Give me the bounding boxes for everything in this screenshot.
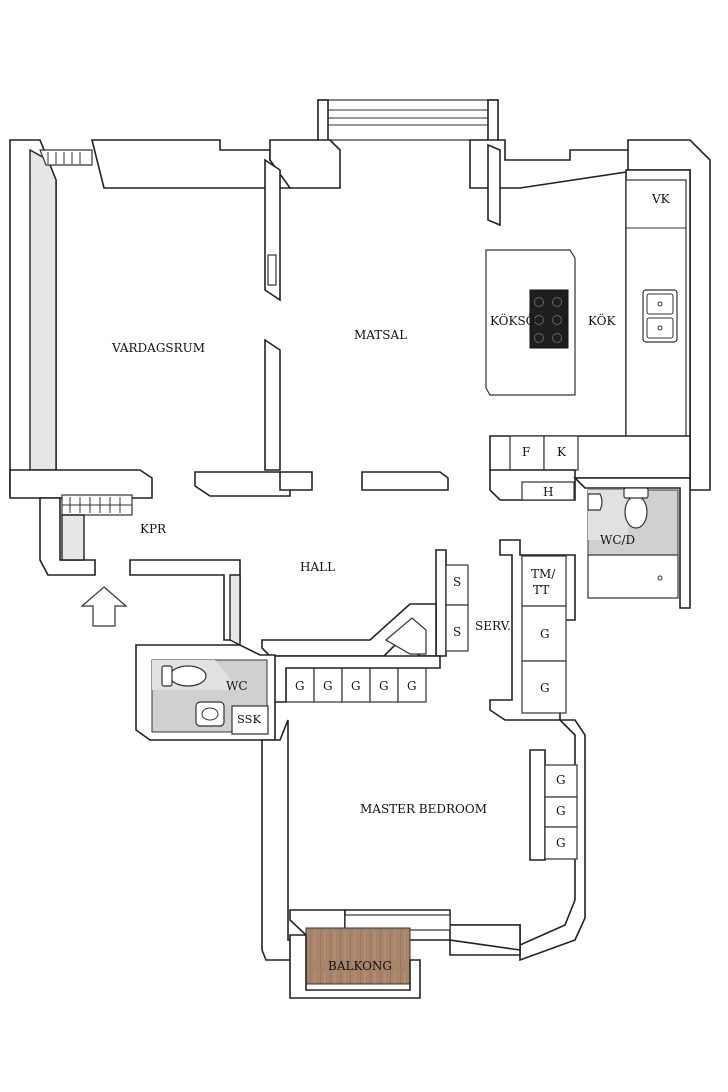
storage-label-g-serv-1: G xyxy=(540,627,550,641)
bedroom-walls xyxy=(261,719,586,962)
appliance-label-k: K xyxy=(557,445,567,459)
room-label-kok: KÖK xyxy=(588,312,616,328)
storage-label-s-lower: S xyxy=(453,625,461,639)
appliance-label-h: H xyxy=(543,485,553,499)
room-label-wc: WC xyxy=(226,679,248,693)
appliance-label-f: F xyxy=(522,445,530,459)
balcony xyxy=(289,927,421,999)
kitchen-appliances xyxy=(489,435,579,501)
room-label-hall: HALL xyxy=(300,560,335,574)
kitchen-island xyxy=(485,249,576,396)
room-label-balkong: BALKONG xyxy=(328,959,392,973)
serv-storage xyxy=(261,539,576,721)
room-label-tm-tt-1: TM/ xyxy=(531,567,556,581)
storage-label-g-bedroom-2: G xyxy=(556,804,566,818)
wc-d xyxy=(573,477,691,609)
room-label-serv: SERV. xyxy=(475,619,511,633)
storage-label-g-row-1: G xyxy=(295,679,305,693)
room-label-ssk: SSK xyxy=(237,712,262,726)
storage-label-g-row-2: G xyxy=(323,679,333,693)
storage-label-s-upper: S xyxy=(453,575,461,589)
room-label-master-bedroom: MASTER BEDROOM xyxy=(360,802,487,816)
room-label-kokso: KÖKSÖ xyxy=(490,312,536,328)
bay-window xyxy=(317,99,499,143)
entrance-arrow-icon xyxy=(80,586,128,627)
wc xyxy=(135,644,276,741)
room-label-kpr: KPR xyxy=(140,522,167,536)
room-label-vk: VK xyxy=(651,192,671,206)
storage-label-g-serv-2: G xyxy=(540,681,550,695)
storage-label-g-row-4: G xyxy=(379,679,389,693)
storage-label-g-bedroom-3: G xyxy=(556,836,566,850)
interior-walls xyxy=(9,143,691,647)
room-label-matsal: MATSAL xyxy=(354,328,407,342)
storage-label-g-row-5: G xyxy=(407,679,417,693)
room-label-wc-d: WC/D xyxy=(600,533,635,547)
room-label-vardagsrum: VARDAGSRUM xyxy=(111,341,205,355)
storage-label-g-row-3: G xyxy=(351,679,361,693)
room-label-tm-tt-2: TT xyxy=(533,583,549,597)
storage-label-g-bedroom-1: G xyxy=(556,773,566,787)
